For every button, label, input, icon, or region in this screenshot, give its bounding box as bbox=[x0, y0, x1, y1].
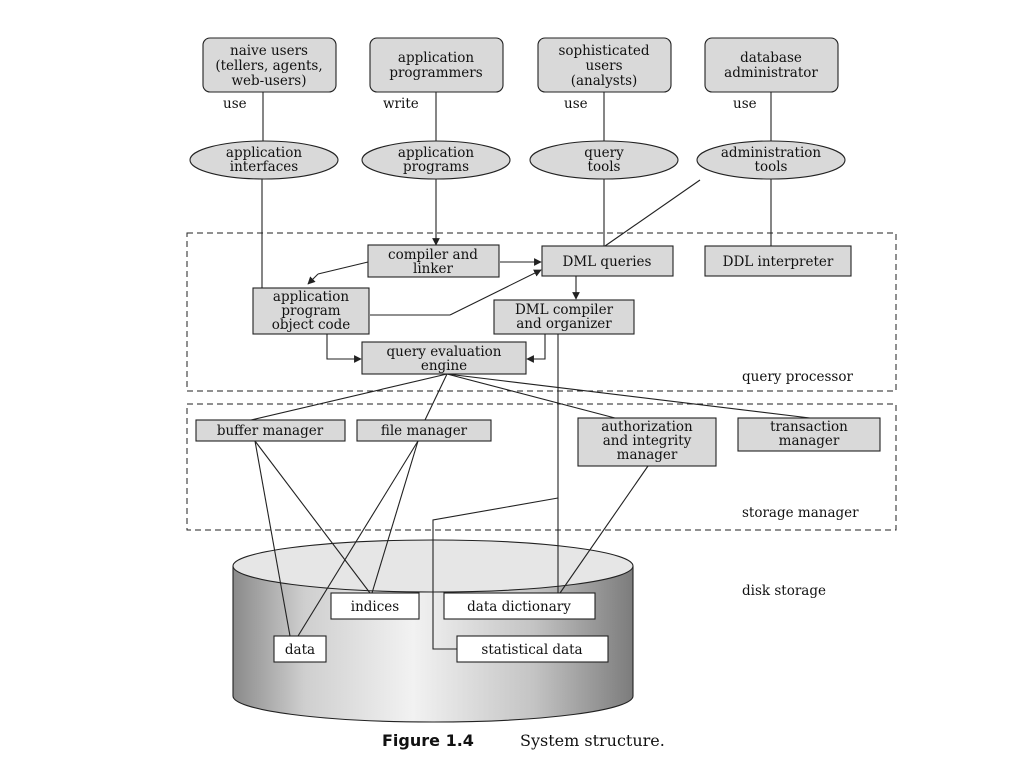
user-programmers-line1: application bbox=[398, 50, 474, 66]
user-sophisticated-line2: users bbox=[586, 58, 623, 74]
user-dba-line2: administrator bbox=[724, 65, 818, 81]
tool-app-programs-line2: programs bbox=[403, 159, 469, 175]
buffer-manager-box: buffer manager bbox=[195, 419, 346, 442]
tool-query-tools: query tools bbox=[529, 140, 679, 180]
compiler-linker-box: compiler and linker bbox=[367, 244, 500, 278]
compiler-linker-line1: compiler and bbox=[388, 247, 478, 263]
transaction-manager-line1: transaction bbox=[770, 419, 848, 435]
edge-label-write: write bbox=[383, 96, 419, 112]
tool-administration-tools: administration tools bbox=[696, 140, 846, 180]
app-object-code-line2: program bbox=[281, 303, 340, 319]
dml-compiler-line1: DML compiler bbox=[515, 302, 614, 318]
ddl-interpreter-label: DDL interpreter bbox=[723, 254, 834, 270]
statistical-data-label: statistical data bbox=[481, 642, 582, 658]
ddl-interpreter-box: DDL interpreter bbox=[704, 245, 852, 277]
user-naive-line2: (tellers, agents, bbox=[215, 58, 322, 74]
user-sophisticated-line3: (analysts) bbox=[571, 73, 638, 89]
auth-integrity-line3: manager bbox=[617, 447, 678, 463]
transaction-manager-box: transaction manager bbox=[737, 417, 881, 452]
user-dba-box: database administrator bbox=[704, 37, 839, 93]
indices-box: indices bbox=[330, 592, 420, 620]
user-naive-line3: web-users) bbox=[231, 73, 306, 89]
edge-label-use-naive: use bbox=[223, 96, 247, 112]
file-manager-label: file manager bbox=[381, 423, 468, 439]
indices-label: indices bbox=[351, 599, 400, 615]
dml-queries-box: DML queries bbox=[541, 245, 674, 277]
user-programmers-line2: programmers bbox=[389, 65, 482, 81]
data-label: data bbox=[285, 642, 315, 658]
tool-application-programs: application programs bbox=[361, 140, 511, 180]
compiler-linker-line2: linker bbox=[413, 261, 453, 277]
tool-app-programs-line1: application bbox=[398, 145, 474, 161]
tool-application-interfaces: application interfaces bbox=[189, 140, 339, 180]
app-object-code-box: application program object code bbox=[252, 287, 370, 335]
user-programmers-box: application programmers bbox=[369, 37, 504, 93]
figure-caption-text: System structure. bbox=[520, 731, 665, 750]
edge-label-use-sophisticated: use bbox=[564, 96, 588, 112]
figure-caption-label: Figure 1.4 bbox=[382, 731, 474, 750]
query-processor-label: query processor bbox=[742, 369, 853, 385]
tool-app-interfaces-line1: application bbox=[226, 145, 302, 161]
storage-manager-region bbox=[186, 403, 897, 531]
data-box: data bbox=[273, 635, 327, 663]
data-dictionary-label: data dictionary bbox=[467, 599, 571, 615]
user-dba-line1: database bbox=[740, 50, 802, 66]
auth-integrity-manager-box: authorization and integrity manager bbox=[577, 417, 717, 467]
user-sophisticated-line1: sophisticated bbox=[558, 43, 649, 59]
auth-integrity-line1: authorization bbox=[601, 419, 693, 435]
disk-storage-label: disk storage bbox=[742, 583, 826, 599]
storage-manager-label: storage manager bbox=[742, 505, 859, 521]
data-dictionary-box: data dictionary bbox=[443, 592, 596, 620]
tool-query-tools-line2: tools bbox=[588, 159, 621, 175]
query-processor-region bbox=[186, 232, 897, 392]
statistical-data-box: statistical data bbox=[456, 635, 609, 663]
tool-query-tools-line1: query bbox=[584, 145, 624, 161]
app-object-code-line3: object code bbox=[272, 317, 351, 333]
dml-queries-label: DML queries bbox=[563, 254, 652, 270]
buffer-manager-label: buffer manager bbox=[217, 423, 324, 439]
user-sophisticated-box: sophisticated users (analysts) bbox=[537, 37, 672, 93]
edge-label-use-dba: use bbox=[733, 96, 757, 112]
query-eval-line2: engine bbox=[421, 358, 467, 374]
query-evaluation-engine-box: query evaluation engine bbox=[361, 341, 527, 375]
tool-app-interfaces-line2: interfaces bbox=[230, 159, 298, 175]
file-manager-box: file manager bbox=[356, 419, 492, 442]
tool-admin-tools-line2: tools bbox=[755, 159, 788, 175]
tool-admin-tools-line1: administration bbox=[721, 145, 822, 161]
dml-compiler-line2: and organizer bbox=[516, 316, 612, 332]
dml-compiler-box: DML compiler and organizer bbox=[493, 299, 635, 335]
user-naive-box: naive users (tellers, agents, web-users) bbox=[202, 37, 337, 93]
connectors bbox=[250, 92, 811, 650]
query-eval-line1: query evaluation bbox=[387, 344, 502, 360]
auth-integrity-line2: and integrity bbox=[603, 433, 692, 449]
app-object-code-line1: application bbox=[273, 289, 349, 305]
user-naive-line1: naive users bbox=[230, 43, 308, 59]
transaction-manager-line2: manager bbox=[779, 433, 840, 449]
